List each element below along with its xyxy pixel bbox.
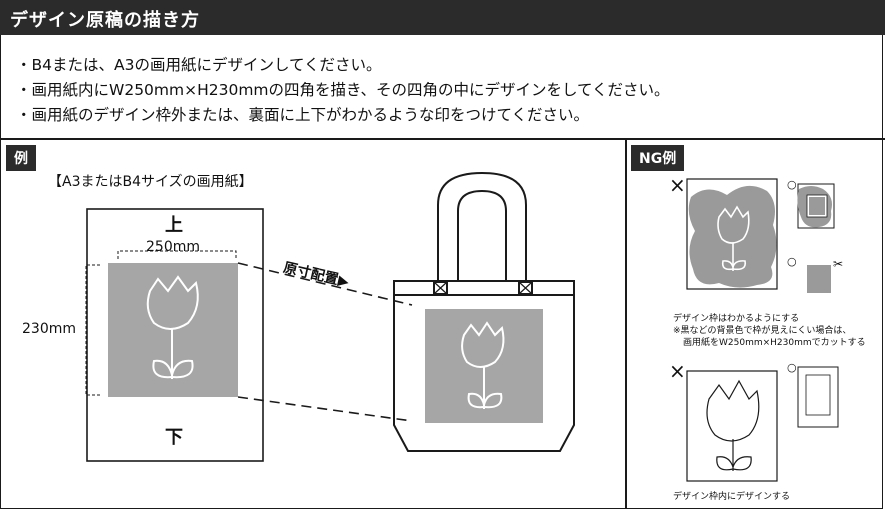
page-title: デザイン原稿の描き方 bbox=[10, 10, 200, 31]
bag-tulip-icon bbox=[461, 321, 505, 409]
ng-cross-1: × bbox=[669, 173, 686, 197]
example-illustration bbox=[85, 171, 575, 462]
width-dimension: 250mm bbox=[146, 239, 200, 255]
ng-note-1-line-3: 画用紙をW250mm×H230mmでカットする bbox=[683, 338, 866, 348]
height-dimension: 230mm bbox=[22, 321, 76, 337]
ng-note-2: デザイン枠内にデザインする bbox=[673, 492, 791, 502]
instruction-line-2: ・画用紙内にW250mm×H230mmの四角を描き、その四角の中にデザインをして… bbox=[16, 81, 670, 99]
ng-cross-2: × bbox=[669, 359, 686, 383]
scribble-background bbox=[688, 185, 777, 288]
ng-label: NG例 bbox=[631, 145, 685, 171]
page-header: デザイン原稿の描き方 bbox=[0, 0, 885, 35]
ok-mark-1: ○ bbox=[787, 178, 797, 191]
instruction-line-3: ・画用紙のデザイン枠外または、裏面に上下がわかるような印をつけてください。 bbox=[16, 106, 590, 124]
ng-example-panel: NG例 × ○ ○ ✂ デザイン枠はわかるようにする ※黒 bbox=[627, 139, 883, 509]
paper-caption: 【A3またはB4サイズの画用紙】 bbox=[48, 174, 253, 190]
placement-line-bottom bbox=[237, 396, 413, 422]
instructions-box: ・B4または、A3の画用紙にデザインしてください。 ・画用紙内にW250mm×H… bbox=[0, 35, 885, 140]
instruction-line-1: ・B4または、A3の画用紙にデザインしてください。 bbox=[16, 56, 382, 74]
width-brace bbox=[117, 250, 237, 259]
ok-mark-2: ○ bbox=[787, 255, 797, 268]
tulip-icon bbox=[146, 275, 199, 379]
tote-bag bbox=[393, 171, 575, 452]
example-label: 例 bbox=[6, 145, 36, 171]
scissors-icon: ✂ bbox=[833, 257, 844, 271]
placement-line-top bbox=[237, 262, 413, 306]
ng-illustration bbox=[686, 178, 839, 482]
example-panel: 例 【A3またはB4サイズの画用紙】 bbox=[0, 139, 627, 509]
ng-tulip-1 bbox=[717, 205, 750, 271]
ng-note-1-line-1: デザイン枠はわかるようにする bbox=[673, 314, 800, 324]
ng-paper-2 bbox=[686, 370, 778, 482]
top-mark: 上 bbox=[165, 215, 183, 236]
ok-mark-3: ○ bbox=[787, 361, 797, 374]
ok-cut-paper bbox=[807, 265, 831, 293]
bottom-mark: 下 bbox=[165, 427, 183, 448]
height-brace bbox=[85, 264, 100, 396]
ng-tulip-2 bbox=[706, 379, 760, 471]
ng-note-1-line-2: ※黒などの背景色で枠が見えにくい場合は、 bbox=[673, 326, 852, 336]
